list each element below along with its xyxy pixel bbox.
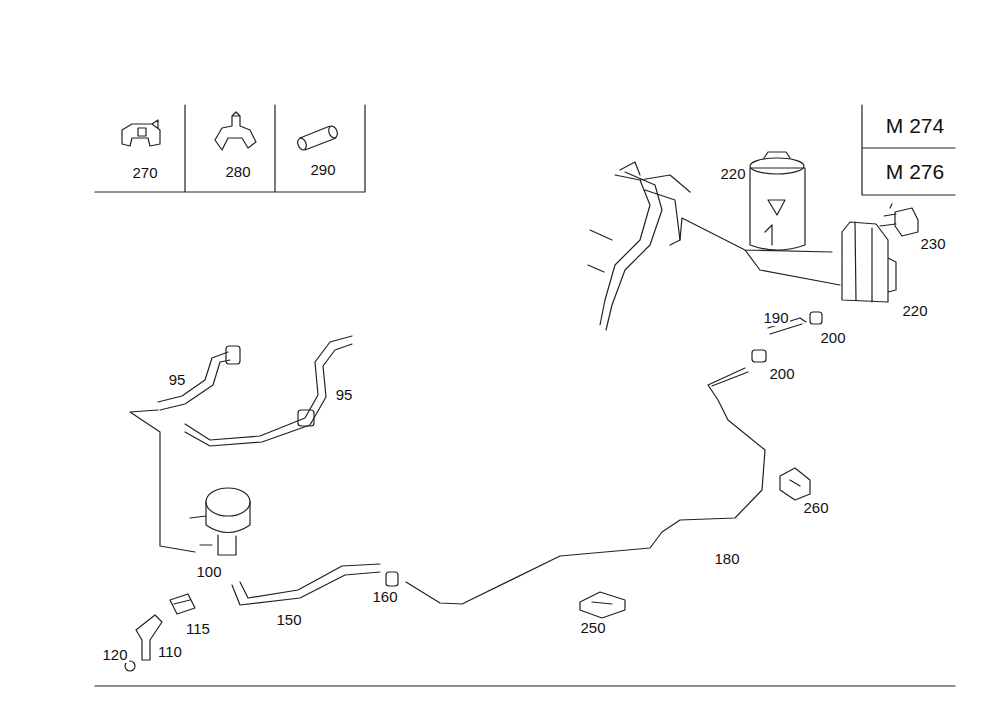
- callout-number: 280: [224, 164, 251, 181]
- callout-number: 115: [185, 621, 211, 638]
- canister: [764, 152, 790, 245]
- hose-clamp: [752, 350, 766, 362]
- callout-number: 150: [275, 612, 302, 629]
- callout-number: 200: [819, 330, 846, 347]
- callout-number: 230: [919, 236, 946, 253]
- leader-line: [680, 218, 840, 285]
- callout-number: 100: [195, 564, 222, 581]
- callout-number: 260: [802, 500, 829, 517]
- bracket: [170, 594, 195, 614]
- hose-clamp: [298, 410, 314, 426]
- callout-number: 220: [901, 303, 928, 320]
- callout-number: 120: [101, 647, 128, 664]
- fuel-line: [712, 372, 748, 386]
- callout-number: 270: [131, 165, 158, 182]
- valve: [206, 488, 250, 516]
- hose-clamp: [810, 312, 822, 324]
- clip: [580, 592, 625, 618]
- hose-bundle: [588, 162, 690, 330]
- callout-number: 250: [579, 620, 606, 637]
- table-rule: [95, 105, 365, 192]
- callout-number: 290: [309, 162, 336, 179]
- clip-icon: [122, 120, 160, 146]
- leader-line: [130, 410, 195, 552]
- hose-clamp: [386, 572, 398, 586]
- tube-icon: [300, 126, 336, 150]
- tube-icon: [296, 137, 308, 151]
- valve: [190, 502, 250, 555]
- callout-number: 95: [168, 372, 187, 389]
- clip: [780, 468, 810, 500]
- callout-number: 220: [719, 166, 746, 183]
- engine-code: M 274: [885, 114, 945, 137]
- hose: [158, 352, 230, 410]
- hose: [232, 564, 380, 605]
- callout-number: 190: [762, 310, 789, 327]
- frame-rule: [95, 685, 955, 686]
- canister: [842, 222, 896, 302]
- tube-icon: [327, 125, 339, 139]
- callout-number: 200: [768, 366, 795, 383]
- engine-code: M 276: [885, 160, 945, 183]
- hose-end: [226, 346, 240, 364]
- callout-number: 95: [335, 387, 354, 404]
- callout-number: 110: [157, 644, 183, 661]
- canister: [750, 168, 805, 250]
- callout-number: 160: [371, 589, 398, 606]
- fuel-line: [406, 368, 765, 604]
- hose: [185, 336, 352, 446]
- callout-number: 180: [713, 551, 740, 568]
- table-rule: [862, 105, 955, 195]
- valve: [880, 204, 918, 236]
- clip-icon: [215, 112, 256, 150]
- canister: [750, 158, 804, 174]
